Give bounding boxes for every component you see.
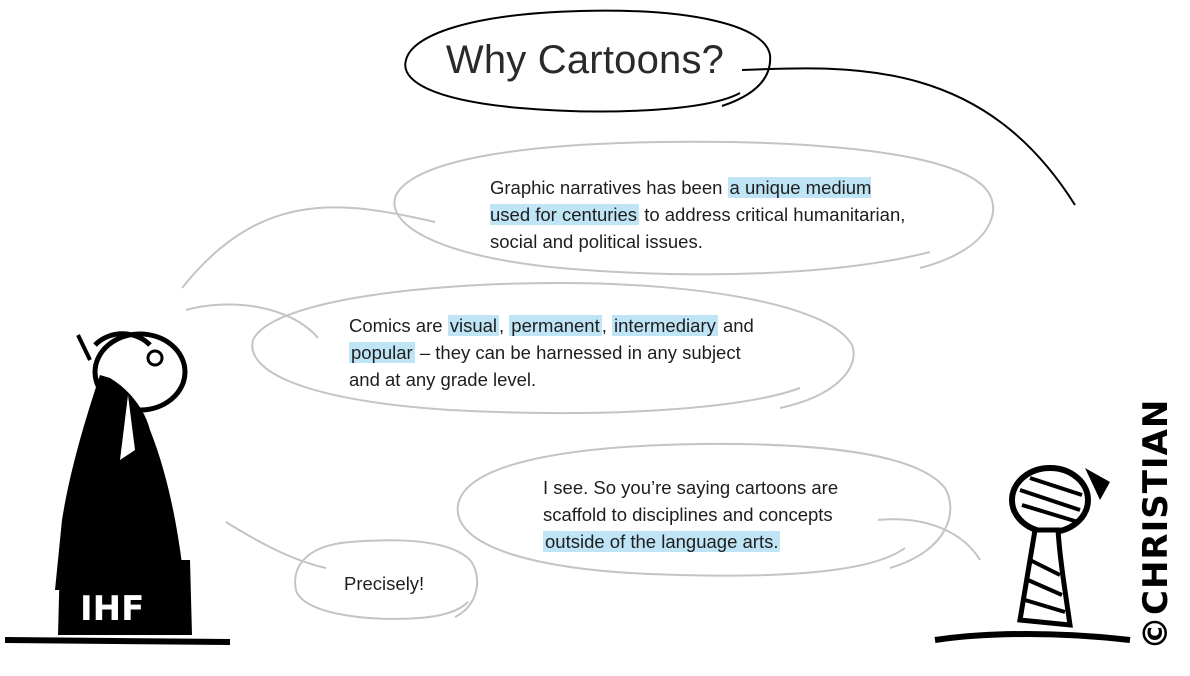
bubble-3-outline (456, 442, 981, 577)
bubble-4-outline (225, 521, 478, 620)
left-character-illustration: IHF (4, 331, 231, 645)
svg-text:IHF: IHF (80, 589, 144, 629)
bubble-2-text: Comics are visual, permanent, intermedia… (349, 312, 769, 393)
signature-text: ©CHRISTIAN (1136, 398, 1176, 650)
bubble-1-text-part: Graphic narratives has been (490, 177, 728, 198)
highlight-popular: popular (349, 342, 415, 363)
highlight-intermediary: intermediary (612, 315, 718, 336)
title-bubble (404, 9, 1076, 206)
bubble-3-highlight: outside of the language arts. (543, 531, 781, 552)
bubble-1-text-part: to address critical humanitarian, social… (490, 204, 906, 252)
bubble-3-text-part: I see. So you’re saying cartoons are sca… (543, 477, 839, 525)
bubble-1-text: Graphic narratives has been a unique med… (490, 174, 915, 255)
bubble-2-separator: , (499, 315, 510, 336)
highlight-permanent: permanent (509, 315, 602, 336)
bubble-1-outline (181, 140, 995, 289)
page-title: Why Cartoons? (445, 38, 725, 82)
bubble-2-outline (185, 281, 855, 415)
bubble-4-text: Precisely! (344, 573, 425, 594)
bubble-2-text-part: and (717, 315, 754, 336)
highlight-visual: visual (447, 315, 500, 336)
bubble-2-text-part: – they can be harnessed in any subject a… (349, 342, 741, 390)
bubble-2-text-part: Comics are (349, 315, 448, 336)
title-bubble-tail (741, 67, 1076, 206)
bubble-3-text: I see. So you’re saying cartoons are sca… (543, 474, 878, 555)
right-character-illustration (934, 465, 1131, 643)
artist-signature: ©CHRISTIAN (1128, 399, 1188, 650)
bubble-2-separator: , (601, 315, 613, 336)
